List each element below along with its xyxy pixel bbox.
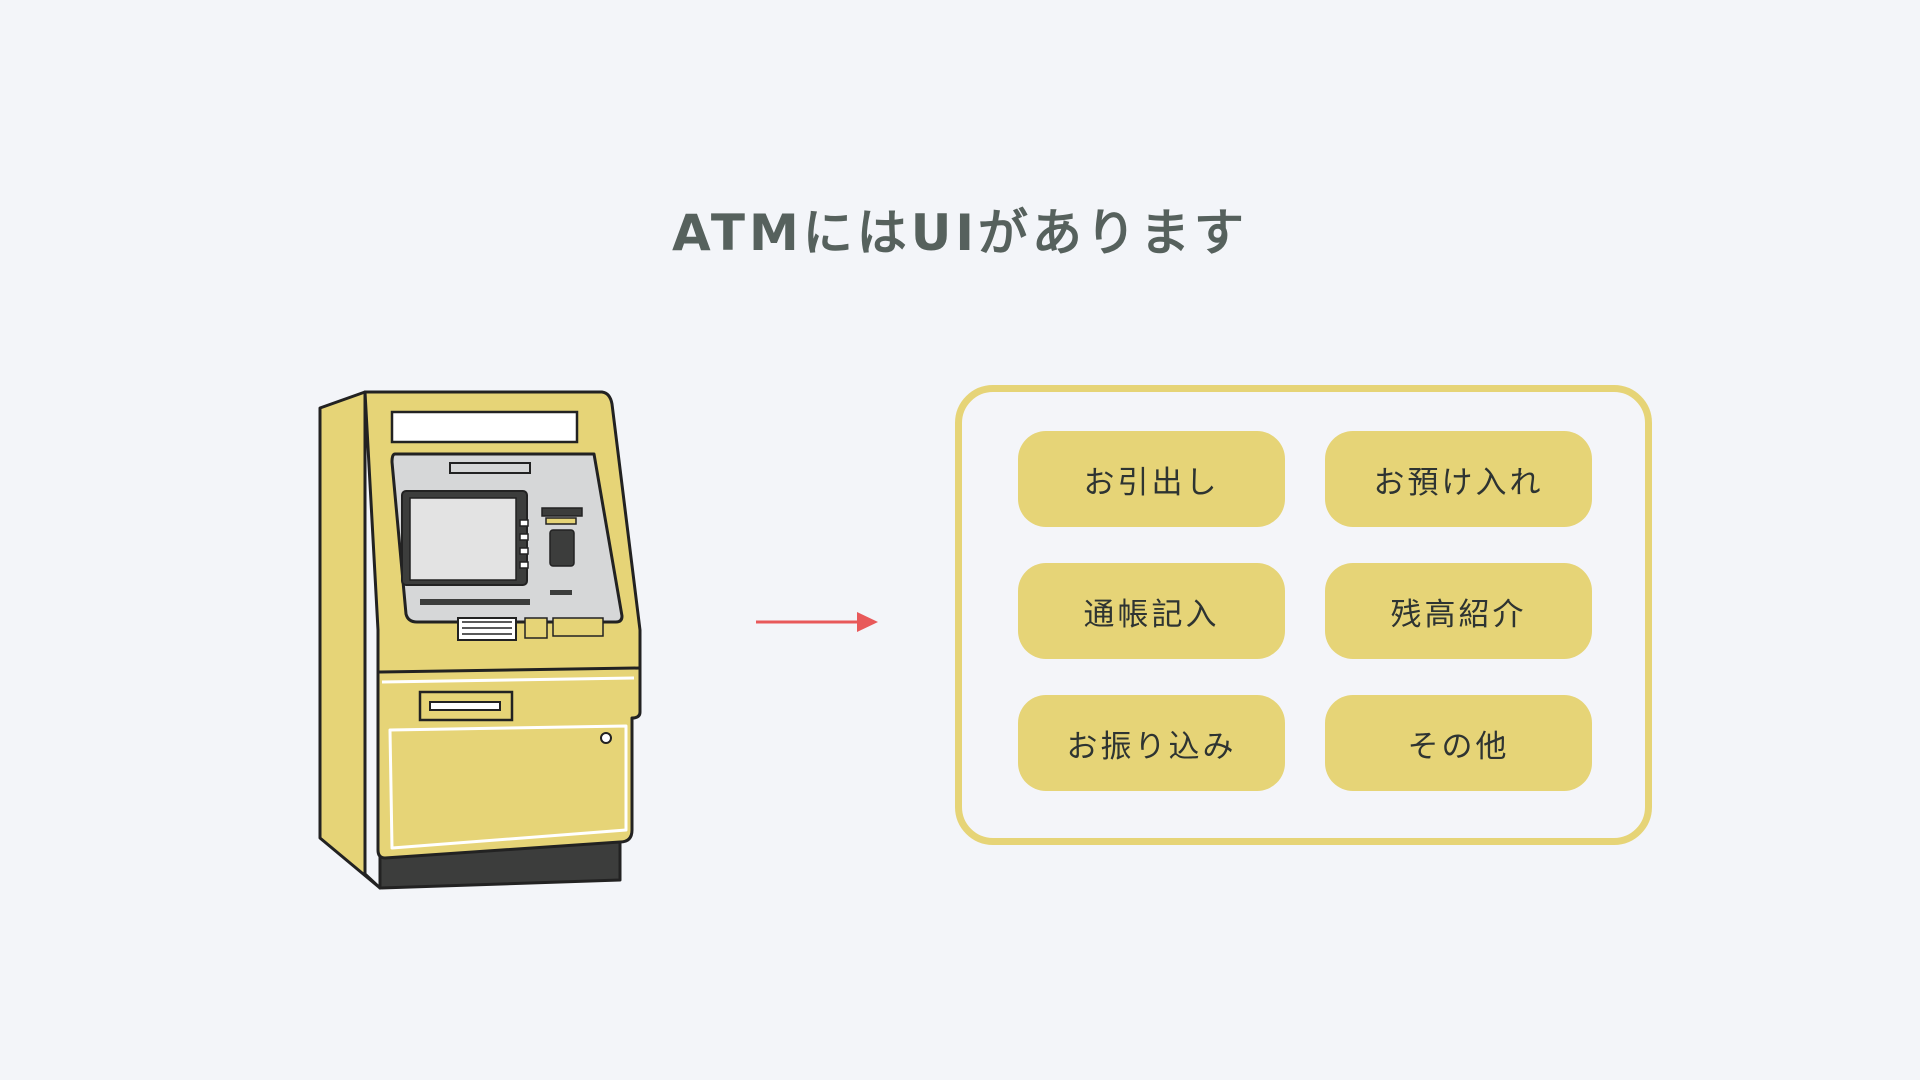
withdraw-button[interactable]: お引出し [1018,431,1285,527]
passbook-update-button[interactable]: 通帳記入 [1018,563,1285,659]
page-title: ATMにはUIがあります [672,204,1248,262]
atm-illustration [318,390,642,890]
balance-inquiry-button[interactable]: 残高紹介 [1325,563,1592,659]
deposit-button[interactable]: お預け入れ [1325,431,1592,527]
arrow-right-icon [756,612,878,632]
transfer-button[interactable]: お振り込み [1018,695,1285,791]
other-button[interactable]: その他 [1325,695,1592,791]
